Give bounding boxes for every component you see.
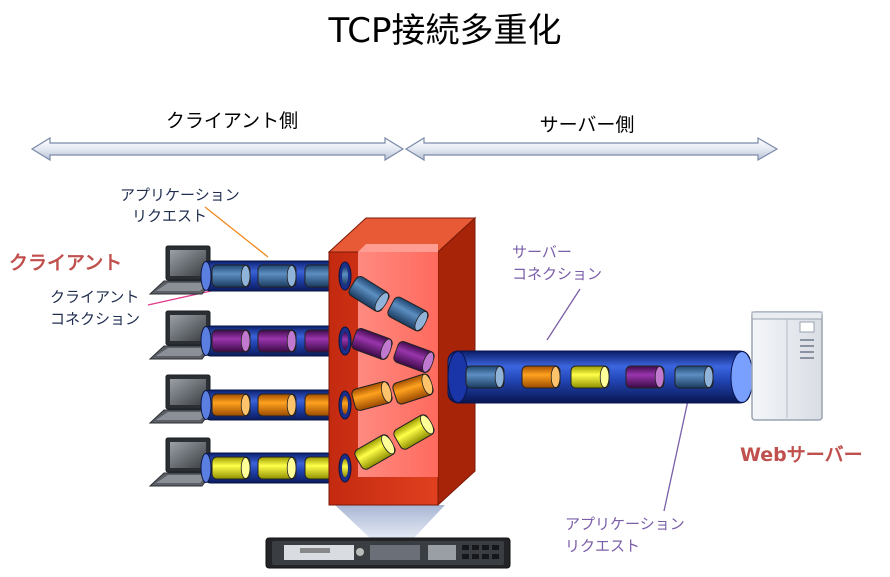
- server-connection-label-line2: コネクション: [512, 265, 602, 283]
- client-label: クライアント: [9, 252, 122, 274]
- app-request-top-pointer: [204, 206, 269, 258]
- server-connection-pointer: [546, 288, 581, 341]
- client-request-3-2: [257, 393, 297, 417]
- inside-request-blue-2: [387, 296, 429, 332]
- client-request-4-2: [257, 456, 297, 480]
- client-laptop-icon-4: [148, 437, 214, 487]
- client-request-2-1: [211, 329, 251, 353]
- app-request-bottom-label-line1: アプリケーション: [565, 515, 685, 533]
- app-request-top-label-line2: リクエスト: [132, 207, 207, 225]
- client-laptop-icon-3: [148, 374, 214, 424]
- appliance-beam: [335, 505, 445, 540]
- server-request-2: [521, 365, 561, 389]
- client-request-4-1: [211, 456, 251, 480]
- client-request-1-2: [257, 264, 297, 288]
- app-request-bottom-pointer: [663, 390, 691, 512]
- inside-request-yellow-1: [354, 434, 396, 470]
- server-request-5: [674, 365, 714, 389]
- netscaler-appliance-icon: [265, 537, 511, 569]
- server-request-1: [465, 365, 505, 389]
- server-request-4: [625, 365, 665, 389]
- server-tower-icon: [751, 311, 823, 421]
- client-laptop-icon-2: [148, 310, 214, 360]
- inside-request-orange-1: [351, 381, 393, 411]
- inside-request-yellow-2: [393, 414, 435, 450]
- client-connection-label-line2: コネクション: [50, 310, 140, 328]
- web-server-label: Webサーバー: [740, 444, 863, 466]
- client-request-1-1: [211, 264, 251, 288]
- inside-request-purple-2: [393, 341, 435, 373]
- inside-request-purple-1: [351, 328, 393, 360]
- server-side-label: サーバー側: [540, 114, 635, 136]
- client-request-2-2: [257, 329, 297, 353]
- inside-request-blue-1: [348, 275, 390, 313]
- server-side-double-arrow-icon: [404, 136, 779, 162]
- client-side-double-arrow-icon: [30, 136, 405, 162]
- client-laptop-icon-1: [148, 245, 214, 295]
- server-connection-label-line1: サーバー: [512, 243, 572, 261]
- client-side-label: クライアント側: [166, 110, 298, 132]
- diagram-title: TCP接続多重化: [327, 11, 561, 51]
- app-request-bottom-label-line2: リクエスト: [565, 537, 640, 555]
- inside-request-orange-2: [392, 373, 434, 405]
- app-request-top-label-line1: アプリケーション: [120, 186, 240, 204]
- server-request-3: [570, 365, 610, 389]
- client-connection-label-line1: クライアント: [50, 288, 139, 306]
- client-request-3-1: [211, 393, 251, 417]
